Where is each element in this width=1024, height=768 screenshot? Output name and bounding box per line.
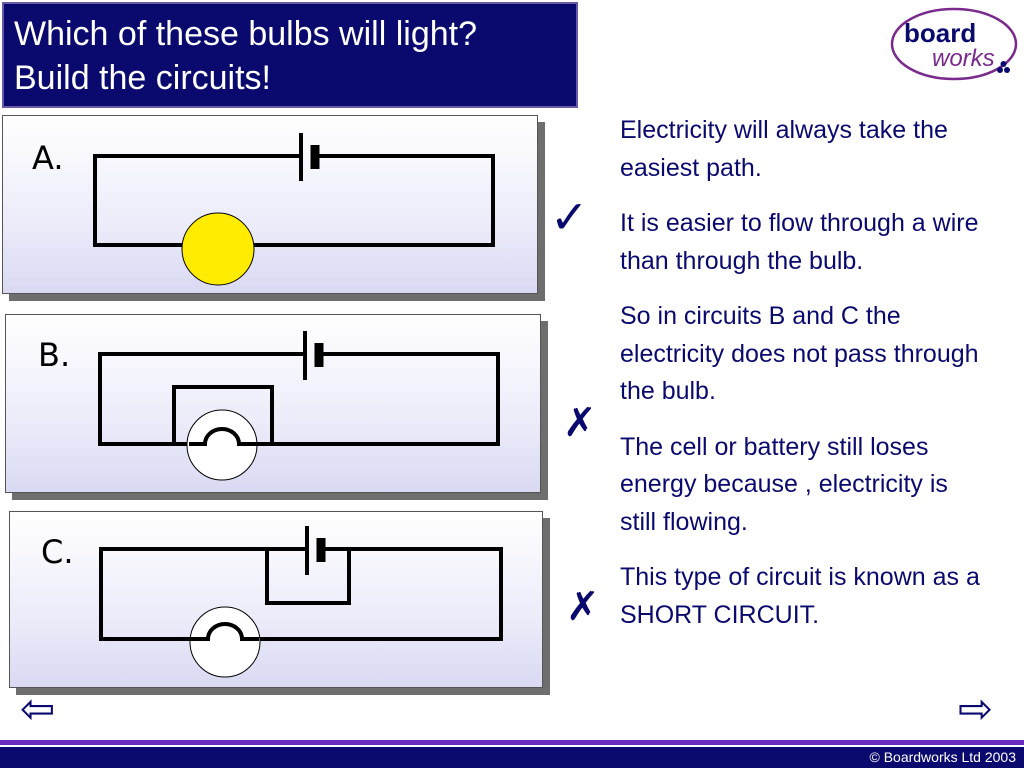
explanation-paragraph-4: The cell or battery still loses energy b… bbox=[620, 432, 948, 536]
bulb-filament bbox=[189, 427, 257, 446]
title-line-1: Which of these bulbs will light? bbox=[14, 15, 478, 53]
circuit-diagram-a bbox=[93, 133, 495, 286]
copyright-text: © Boardworks Ltd 2003 bbox=[869, 749, 1016, 765]
cross-icon-c: ✗ bbox=[566, 584, 600, 630]
title-line-2: Build the circuits! bbox=[14, 59, 271, 97]
explanation-paragraph-3: So in circuits B and C the electricity d… bbox=[620, 302, 979, 405]
footer-divider bbox=[0, 740, 1024, 745]
title-box: Which of these bulbs will light? Build t… bbox=[2, 2, 578, 108]
circuit-diagram-c bbox=[99, 526, 503, 678]
boardworks-logo: board works bbox=[890, 7, 1018, 81]
cross-icon-b: ✗ bbox=[563, 400, 597, 446]
logo-word-board: board bbox=[904, 18, 976, 48]
explanation-paragraph-5: This type of circuit is known as a SHORT… bbox=[620, 563, 980, 629]
logo-word-works: works bbox=[932, 45, 995, 72]
bulb-unlit bbox=[189, 606, 261, 678]
right-arrow-icon[interactable]: ⇨ bbox=[958, 684, 994, 733]
bulb-filament bbox=[189, 622, 259, 641]
circuit-diagram-b bbox=[98, 331, 500, 481]
bulb-lit bbox=[181, 212, 255, 286]
explanation-text: Electricity will always take the easiest… bbox=[620, 112, 990, 652]
circuit-panel-b: B. bbox=[5, 314, 548, 500]
footer-bar: © Boardworks Ltd 2003 bbox=[0, 747, 1024, 768]
explanation-paragraph-1: Electricity will always take the easiest… bbox=[620, 116, 948, 182]
explanation-paragraph-2: It is easier to flow through a wire than… bbox=[620, 209, 979, 275]
circuit-label-a: A. bbox=[32, 139, 64, 177]
check-icon: ✓ bbox=[550, 190, 589, 244]
circuit-panel-c: C. bbox=[9, 511, 550, 695]
circuit-label-c: C. bbox=[41, 533, 74, 571]
circuit-label-b: B. bbox=[38, 336, 71, 374]
left-arrow-icon[interactable]: ⇦ bbox=[20, 684, 56, 733]
circuit-panel-a: A. bbox=[2, 115, 545, 301]
